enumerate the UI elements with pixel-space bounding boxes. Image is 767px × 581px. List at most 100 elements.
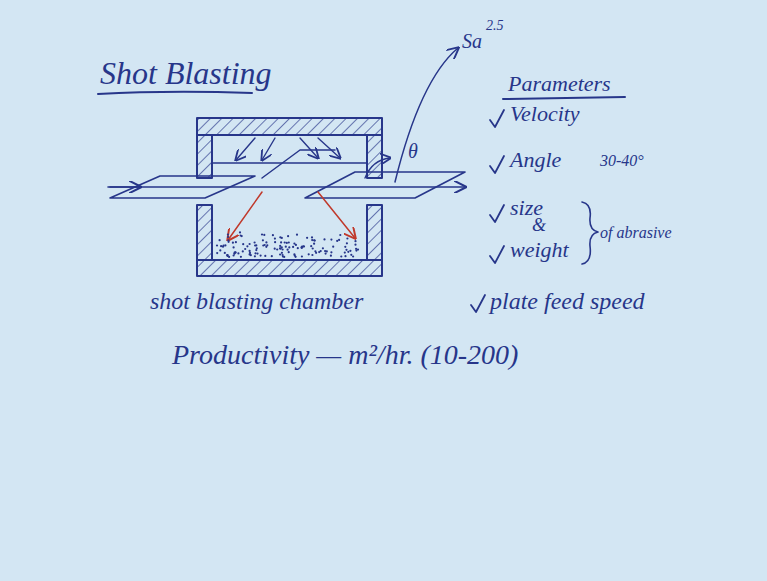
abrasive-dot [288,251,290,253]
lower-housing [197,205,382,276]
title: Shot Blasting [100,56,272,91]
abrasive-dot [295,256,297,258]
abrasive-dot [287,249,289,251]
abrasive-dot [272,234,274,236]
abrasive-dot [279,253,281,255]
check-marks [471,110,504,312]
abrasive-dot [349,250,351,252]
outgoing-plate [305,172,465,198]
abrasive-dot [330,255,332,257]
abrasive-dot [336,240,338,242]
abrasive-dot [283,256,285,258]
abrasive-dot [322,247,324,249]
heading: Parameters [508,72,611,96]
abrasive-dot [255,244,257,246]
note: of abrasive [600,224,672,242]
abrasive-dot [254,255,256,257]
abrasive-dot [330,251,332,253]
abrasive-dot [222,246,224,248]
abrasive-dot [239,231,241,233]
abrasive-dot [274,238,276,240]
abrasive-dot [311,239,313,241]
abrasive-dot [219,249,221,251]
abrasive-dot [216,252,218,254]
abrasive-dot [300,246,302,248]
abrasive-dot [226,254,228,256]
conveyor-line [110,186,465,188]
abrasive-dot [249,243,251,245]
abrasive-dot [220,245,222,247]
abrasive-dot [346,242,348,244]
abrasive-dot [280,241,282,243]
abrasive-dot [246,245,248,247]
abrasive-dot [310,245,312,247]
abrasive-dot [242,243,244,245]
abrasive-dot [232,242,234,244]
note: Productivity — m²/hr. (10-200) [172,340,518,371]
abrasive-dot [223,245,225,247]
abrasive-dot [286,242,288,244]
abrasive-dot [314,240,316,242]
abrasive-dot [315,252,317,254]
surface-grade: Sa [462,30,482,52]
abrasive-dot [224,252,226,254]
abrasive-dot [244,248,246,250]
abrasive-dot [312,247,314,249]
abrasive-dot [240,234,242,236]
abrasive-dot [265,246,267,248]
abrasive-dot [352,255,354,257]
brace [582,202,598,264]
abrasive-dot [216,244,218,246]
abrasive-dot [235,252,237,254]
abrasive-dot [355,250,357,252]
abrasive-dot [323,238,325,240]
abrasive-dot [255,249,257,251]
abrasive-dot [261,233,263,235]
abrasive-dot [227,236,229,238]
incoming-plate [110,176,255,198]
parameter: Velocity [510,102,580,126]
abrasive-dot [226,254,228,256]
abrasive-dot [354,240,356,242]
abrasive-dot [282,248,284,250]
abrasive-dot [235,241,237,243]
parameter: weight [510,238,569,262]
abrasive-dot [228,256,230,258]
abrasive-dot [346,237,348,239]
abrasive-dot [264,244,266,246]
abrasive-dot [303,245,305,247]
abrasive-dot [234,251,236,253]
surface-grade-index: 2.5 [486,18,504,33]
abrasive-dot [262,239,264,241]
abrasive-dot [227,233,229,235]
abrasive-dot [293,243,295,245]
abrasive-dot [240,256,242,258]
upper-housing [197,118,382,178]
abrasive-dot [228,241,230,243]
caption-note: shot blasting chamber [150,288,363,314]
abrasive-dot [338,239,340,241]
abrasive-dot [237,252,239,254]
heading-underline [503,97,625,99]
baffle [262,150,335,178]
abrasive-dot [271,255,273,257]
abrasive-dot [344,252,346,254]
abrasive-dot [264,255,266,257]
abrasive-dot [274,248,276,250]
abrasive-dot [324,250,326,252]
abrasive-dot [306,237,308,239]
leader-line [395,48,458,182]
abrasive-dot [219,239,221,241]
abrasive-dot [260,255,262,257]
abrasive-dot [313,239,315,241]
abrasive-dot [347,251,349,253]
abrasive-dot [233,254,235,256]
abrasive-dot [281,252,283,254]
rebound-arrows [228,192,355,240]
parameter: Angle [510,148,561,172]
abrasive-dot [234,252,236,254]
abrasive-dot [311,236,313,238]
angle-arc [365,158,390,178]
abrasive-dot [344,246,346,248]
abrasive-dot [263,234,265,236]
